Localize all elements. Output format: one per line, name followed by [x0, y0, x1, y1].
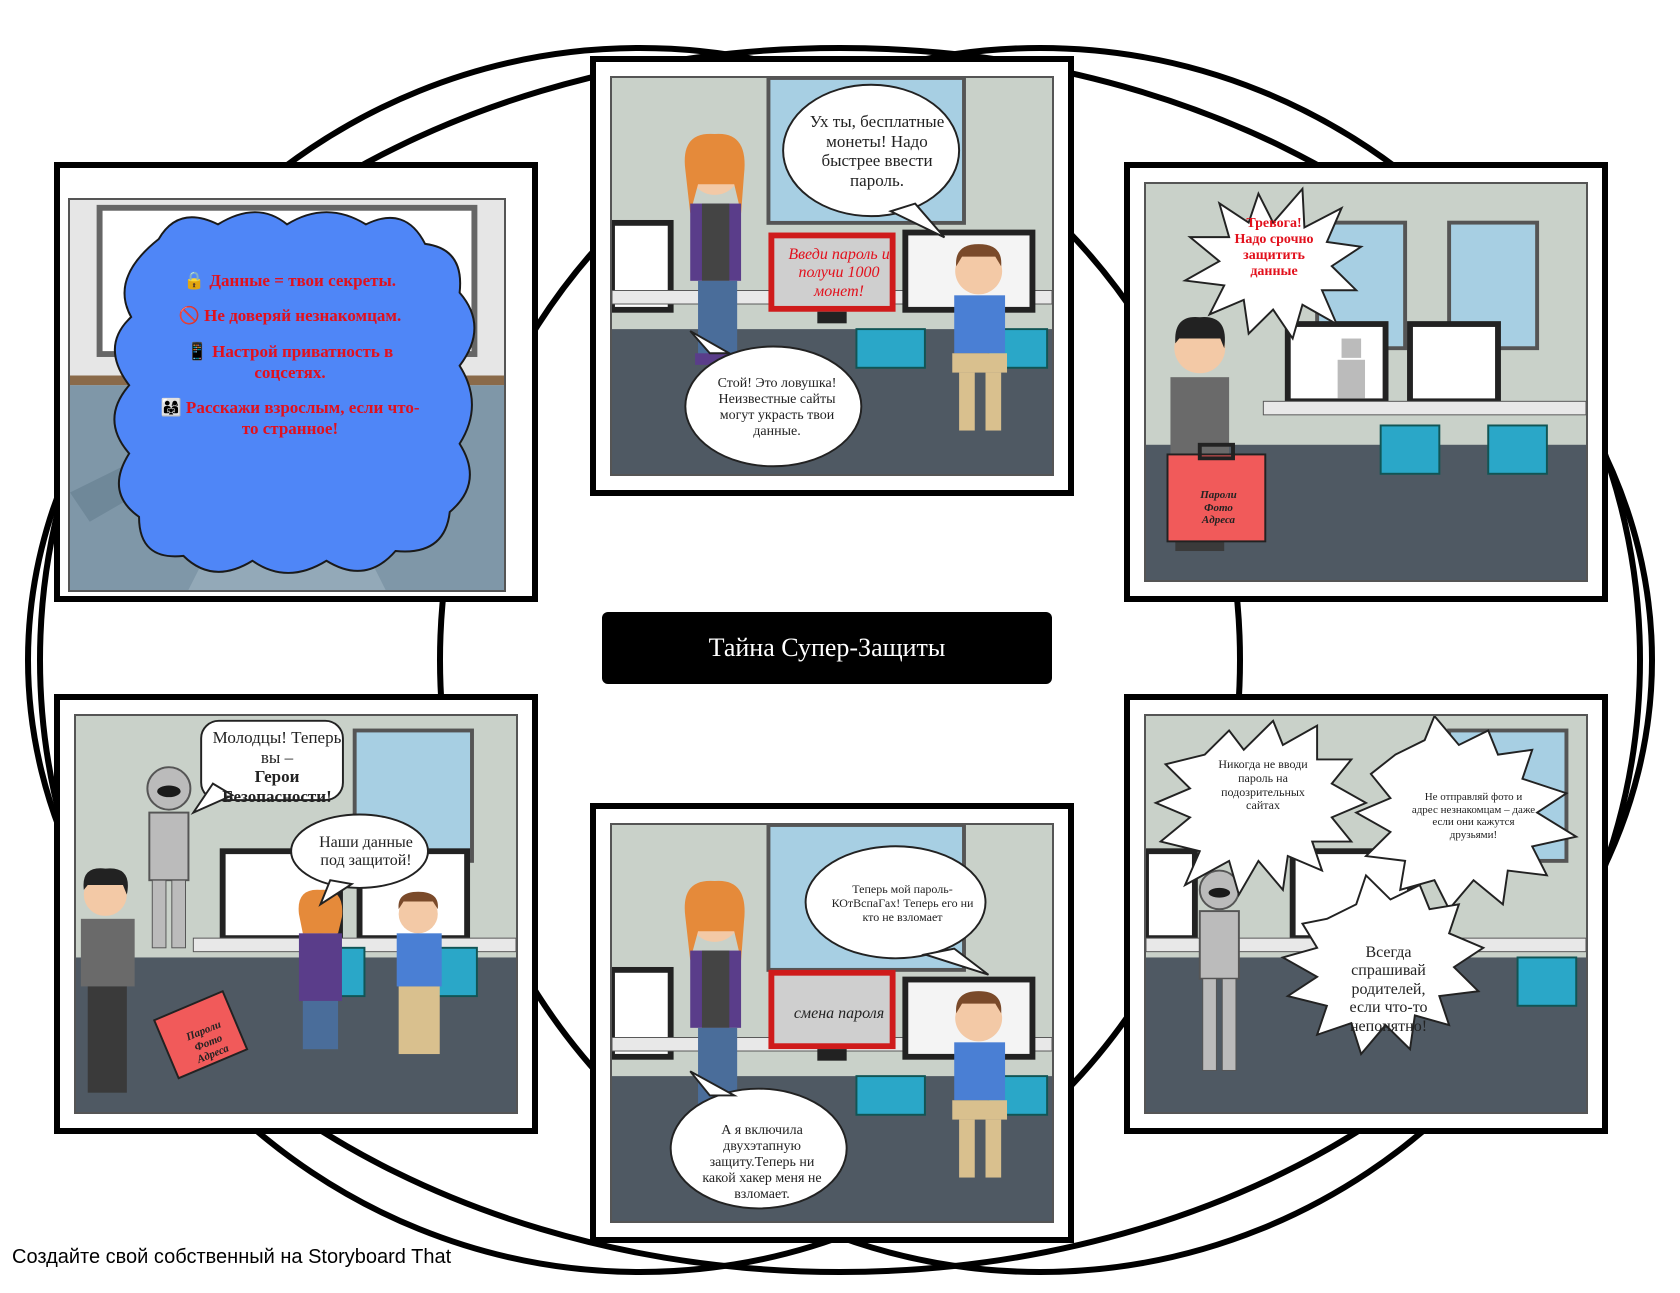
panel-5: Теперь мой пароль- КОтВспаГах! Теперь ег… [590, 803, 1074, 1243]
burst-1-text: Никогда не вводи пароль на подозрительны… [1218, 757, 1308, 813]
panel-1: 🔒 Данные = твои секреты. 🚫 Не доверяй не… [54, 162, 538, 602]
speech-bubble-bottom-text: А я включила двухэтапную защиту.Теперь н… [702, 1123, 822, 1203]
tip-tell-adults: 👨‍👩‍👧 Расскажи взрослым, если что-то стр… [160, 398, 420, 439]
panel-2: Ух ты, бесплатные монеты! Надо быстрее в… [590, 56, 1074, 496]
tip-privacy: 📱 Настрой приватность в соцсетях. [186, 341, 394, 382]
case-label: Пароли Фото Адреса [1200, 489, 1237, 527]
kids-bubble-text: Наши данные под защитой! [319, 834, 413, 870]
speech-bubble-top [684, 83, 961, 468]
robot-bubble-bold: Герои Безопасности! [222, 767, 332, 806]
panel-3: Тревога! Надо срочно защитить данные Пар… [1124, 162, 1608, 602]
speech-bubble-top-text: Ух ты, бесплатные монеты! Надо быстрее в… [809, 112, 945, 190]
speech-bubbles [190, 719, 429, 907]
info-cloud [113, 211, 476, 574]
panel-4-scene: Молодцы! Теперь вы – Герои Безопасности!… [74, 714, 518, 1114]
speech-bubbles [669, 845, 990, 1210]
burst-3-text: Всегда спрашивай родителей, если что-то … [1349, 944, 1428, 1035]
info-cloud-text: 🔒 Данные = твои секреты. 🚫 Не доверяй не… [160, 270, 420, 440]
panel-5-scene: Теперь мой пароль- КОтВспаГах! Теперь ег… [610, 823, 1054, 1223]
robot-bubble-text: Молодцы! Теперь вы – Герои Безопасности! [208, 728, 346, 806]
panel-3-scene: Тревога! Надо срочно защитить данные Пар… [1144, 182, 1588, 582]
alert-text: Тревога! Надо срочно защитить данные [1234, 216, 1314, 280]
panel-1-scene: 🔒 Данные = твои секреты. 🚫 Не доверяй не… [68, 198, 506, 592]
panel-6-scene: Никогда не вводи пароль на подозрительны… [1144, 714, 1588, 1114]
storyboard-credit[interactable]: Создайте свой собственный на Storyboard … [12, 1246, 452, 1268]
tip-strangers: 🚫 Не доверяй незнакомцам. [178, 306, 402, 326]
alert-burst [1166, 186, 1364, 543]
robot-bubble-plain: Молодцы! Теперь вы – [212, 728, 342, 767]
computer-screen-text: Введи пароль и получи 1000 монет! [788, 246, 890, 300]
burst-2-text: Не отправляй фото и адрес незнакомцам – … [1411, 791, 1536, 841]
computer-screen-text: смена пароля [793, 1005, 885, 1022]
panel-2-scene: Ух ты, бесплатные монеты! Надо быстрее в… [610, 76, 1054, 476]
speech-bursts [1153, 716, 1579, 1057]
speech-bubble-bottom-text: Стой! Это ловушка! Неизвестные сайты мог… [717, 376, 837, 440]
story-title: Тайна Супер-Защиты [602, 612, 1052, 684]
tip-secrets: 🔒 Данные = твои секреты. [183, 271, 397, 290]
panel-6: Никогда не вводи пароль на подозрительны… [1124, 694, 1608, 1134]
speech-bubble-top-text: Теперь мой пароль- КОтВспаГах! Теперь ег… [831, 882, 974, 924]
panel-4: Молодцы! Теперь вы – Герои Безопасности!… [54, 694, 538, 1134]
